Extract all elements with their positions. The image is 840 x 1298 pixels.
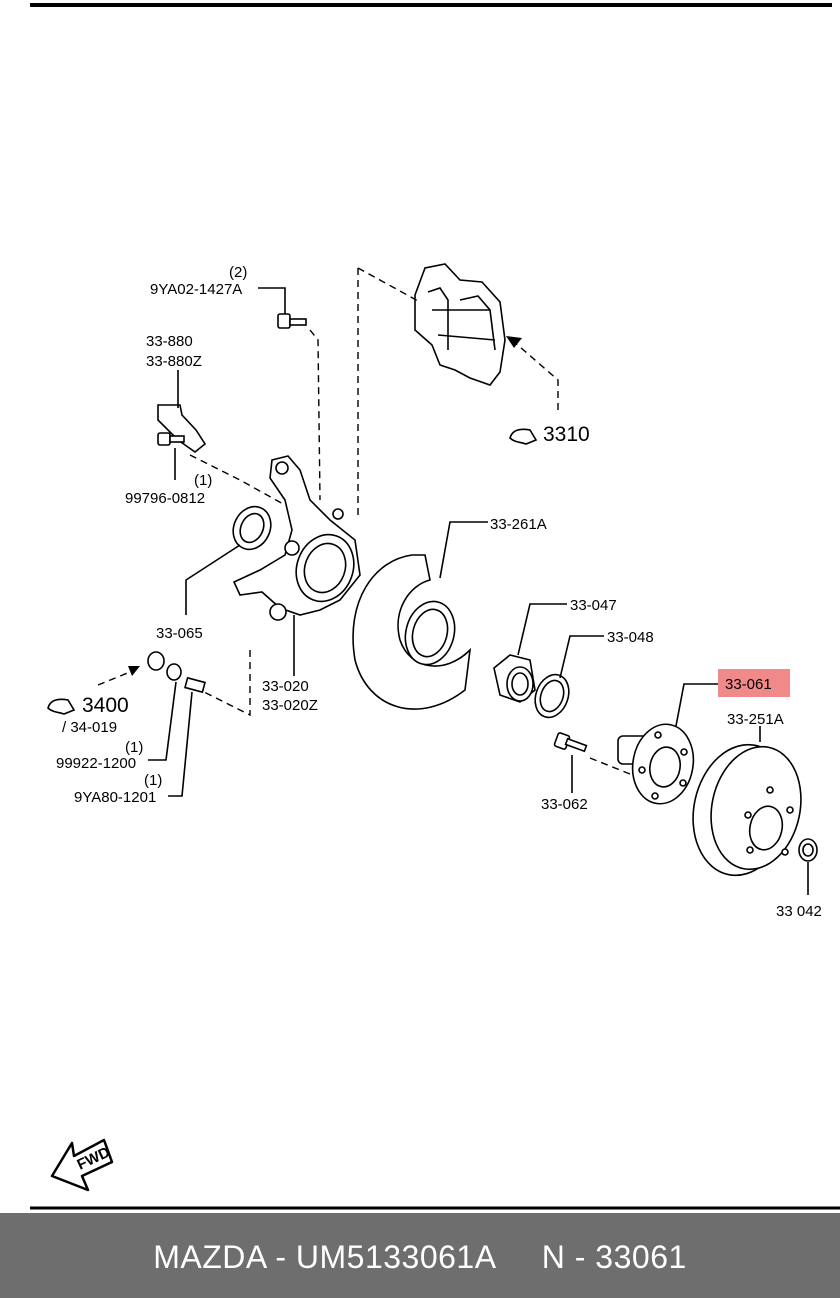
- leader-33061: [675, 683, 718, 727]
- knuckle-33020: [232, 455, 361, 621]
- label-33-048: 33-048: [607, 629, 654, 646]
- arrow-3310: [506, 336, 522, 348]
- label-qty-1b: (1): [125, 739, 143, 756]
- leader-99922: [148, 681, 177, 761]
- label-33-042: 33 042: [776, 903, 822, 920]
- dash-knuckle: [199, 650, 251, 717]
- label-99796-0812: 99796-0812: [125, 490, 205, 507]
- label-9ya02-1427a: 9YA02-1427A: [150, 281, 242, 298]
- label-33-061: 33-061: [725, 676, 772, 693]
- exploded-view: FWD (2) 9YA02-1427A 33-880 33-880Z (1) 9…: [30, 3, 840, 1210]
- bearing-33047: [493, 654, 536, 703]
- small-parts: [147, 651, 206, 694]
- bracket-33880: [157, 404, 207, 454]
- label-99922-1200: 99922-1200: [56, 755, 136, 772]
- book-icon-3400: [47, 698, 76, 715]
- lug-nut-33042: [798, 838, 818, 862]
- leader-9ya02: [258, 287, 286, 314]
- book-icon-3310: [509, 428, 538, 445]
- highlight-33061: [718, 669, 790, 697]
- brake-disc-33251a: [692, 743, 802, 877]
- label-33-020: 33-020: [262, 678, 309, 695]
- label-ref-3310: 3310: [543, 423, 590, 446]
- hub-bolt-33062: [553, 732, 588, 753]
- leader-9ya80: [168, 691, 193, 797]
- label-qty-2: (2): [229, 264, 247, 281]
- label-33-251a: 33-251A: [727, 711, 784, 728]
- label-33-062: 33-062: [541, 796, 588, 813]
- label-33-261a: 33-261A: [490, 516, 547, 533]
- fwd-arrow-icon: FWD: [50, 1138, 114, 1192]
- label-33-880: 33-880: [146, 333, 193, 350]
- label-33-020z: 33-020Z: [262, 697, 318, 714]
- leader-33047: [517, 603, 567, 656]
- label-33-880z: 33-880Z: [146, 353, 202, 370]
- wheel-hub-33061: [617, 723, 695, 805]
- brake-caliper: [414, 263, 506, 386]
- parts-diagram: FWD (2) 9YA02-1427A 33-880 33-880Z (1) 9…: [30, 3, 840, 1210]
- dash-3310: [511, 339, 559, 410]
- dash-33062: [589, 757, 641, 779]
- dash-bracket: [189, 454, 286, 506]
- dash-9ya02: [309, 329, 321, 501]
- label-ref-3400: 3400: [82, 694, 129, 717]
- label-qty-1c: (1): [144, 772, 162, 789]
- footer-bar: MAZDA - UM5133061A N - 33061: [0, 1213, 840, 1298]
- dash-3400: [97, 671, 131, 686]
- label-ref-34-019: / 34-019: [62, 719, 117, 736]
- bolt-9ya02: [277, 313, 307, 329]
- dust-shield-33261a: [352, 554, 472, 710]
- label-9ya80-1201: 9YA80-1201: [74, 789, 156, 806]
- leader-33261a: [439, 521, 488, 579]
- arrow-3400: [128, 666, 140, 676]
- label-qty-1a: (1): [194, 472, 212, 489]
- label-33-065: 33-065: [156, 625, 203, 642]
- dash-caliper-top: [357, 267, 421, 303]
- snap-ring-33048: [534, 673, 570, 719]
- footer-part-number: MAZDA - UM5133061A N - 33061: [153, 1239, 687, 1275]
- leader-33048: [559, 635, 604, 679]
- leader-33065: [185, 544, 241, 615]
- seal-33065: [232, 505, 272, 551]
- label-33-047: 33-047: [570, 597, 617, 614]
